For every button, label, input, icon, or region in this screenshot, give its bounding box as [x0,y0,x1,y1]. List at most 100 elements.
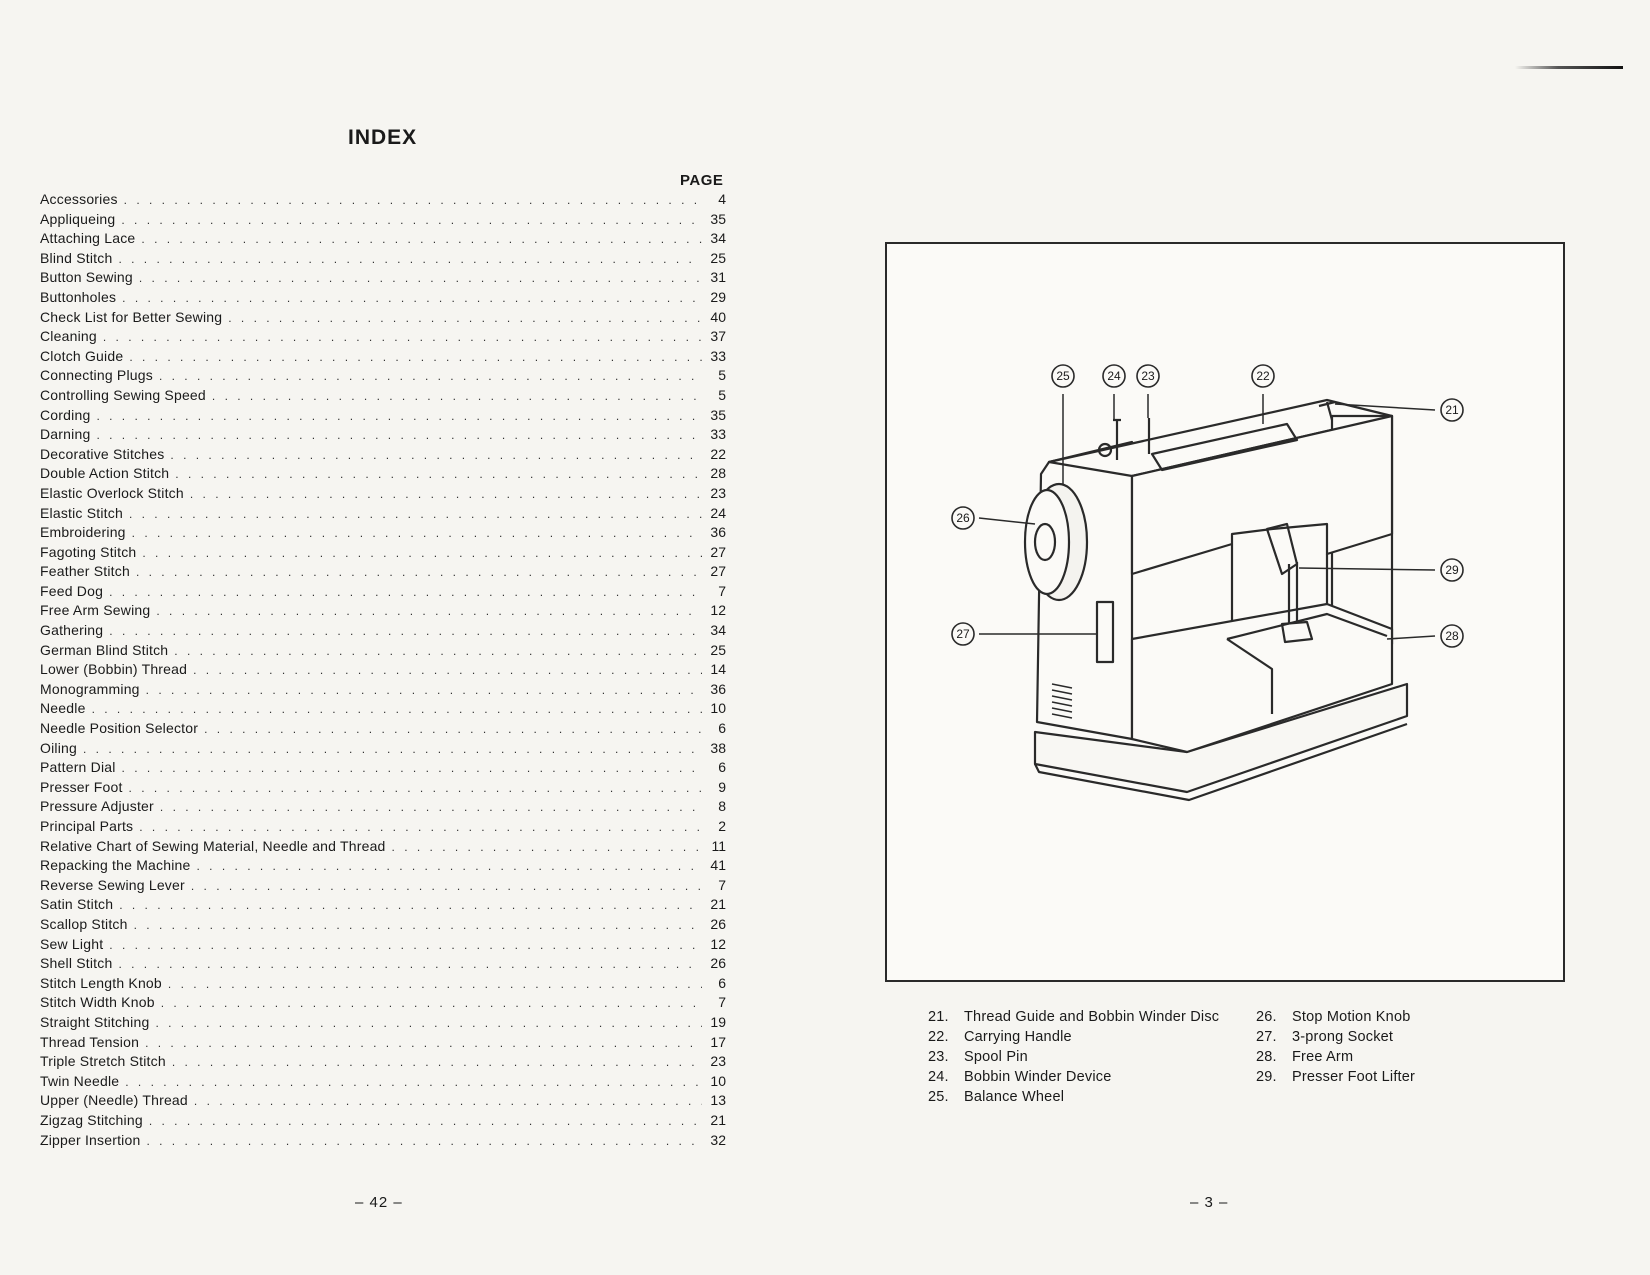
dot-leader [146,681,702,701]
index-entry: Controlling Sewing Speed 5 [40,386,726,406]
index-term: Free Arm Sewing [40,602,151,619]
callout-label: 24 [1107,369,1121,383]
scan-mark [1515,66,1623,69]
dot-leader [193,661,702,681]
index-term: Blind Stitch [40,249,113,266]
index-term: Double Action Stitch [40,465,170,482]
index-page-number: 7 [718,582,726,599]
index-entry: Straight Stitching19 [40,1013,726,1033]
index-page-number: 19 [710,1013,726,1030]
sewing-machine-drawing: 25 24 23 22 21 26 29 27 28 [951,364,1464,802]
index-page-number: 21 [710,896,726,913]
index-entry: Feather Stitch27 [40,562,726,582]
index-page-number: 36 [710,524,726,541]
right-page-principal-parts: 25 24 23 22 21 26 29 27 28 21.Thread Gui… [780,0,1650,1275]
index-term: Pressure Adjuster [40,798,154,815]
index-page-number: 41 [710,857,726,874]
index-term: Needle [40,700,86,717]
dot-leader [129,505,702,525]
index-term: Clotch Guide [40,347,124,364]
index-page-number: 14 [710,661,726,678]
index-page-number: 33 [710,426,726,443]
dot-leader [392,838,702,858]
index-entry: Satin Stitch21 [40,895,726,915]
index-page-number: 37 [710,328,726,345]
dot-leader [129,348,702,368]
index-page-number: 35 [710,406,726,423]
index-term: Fagoting Stitch [40,543,137,560]
index-page-number: 8 [718,798,726,815]
dot-leader [174,642,702,662]
index-term: Controlling Sewing Speed [40,386,206,403]
index-term: Monogramming [40,680,140,697]
index-term: Appliqueing [40,210,116,227]
index-term: Stitch Width Knob [40,994,155,1011]
index-page-number: 29 [710,288,726,305]
dot-leader [109,622,702,642]
index-page-number: 38 [710,739,726,756]
dot-leader [168,975,702,995]
index-page-number: 6 [718,974,726,991]
dot-leader [155,1014,702,1034]
dot-leader [146,1132,702,1152]
part-name: Balance Wheel [964,1089,1065,1105]
index-page-number: 5 [718,386,726,403]
index-entry: Shell Stitch26 [40,954,726,974]
index-page-number: 26 [710,915,726,932]
part-number: 24. [928,1069,949,1085]
dot-leader [204,720,702,740]
index-term: Attaching Lace [40,230,136,247]
index-entry: Appliqueing 35 [40,210,726,230]
left-page-index: INDEX PAGE Accessories4Appliqueing35Atta… [0,0,780,1275]
index-title: INDEX [348,126,418,149]
part-number: 26. [1256,1009,1277,1025]
dot-leader [124,191,702,211]
dot-leader [194,1092,702,1112]
index-term: Elastic Stitch [40,504,123,521]
part-item: 22.Carrying Handle [928,1027,1219,1047]
index-term: Button Sewing [40,269,133,286]
callout-label: 28 [1445,629,1459,643]
index-entry: Reverse Sewing Lever7 [40,876,726,896]
index-term: Gathering [40,622,104,639]
index-page-number: 34 [710,622,726,639]
index-entry: Twin Needle10 [40,1072,726,1092]
index-page-number: 35 [710,210,726,227]
dot-leader [119,896,702,916]
index-entry: Zigzag Stitching21 [40,1111,726,1131]
dot-leader [175,465,702,485]
index-term: German Blind Stitch [40,641,169,658]
index-page-number: 31 [710,269,726,286]
index-page-number: 23 [710,484,726,501]
dot-leader [109,936,702,956]
callout-label: 23 [1141,369,1155,383]
dot-leader [136,563,702,583]
part-number: 23. [928,1049,949,1065]
index-page-number: 4 [718,191,726,207]
index-entry: Sew Light12 [40,935,726,955]
index-term: Triple Stretch Stitch [40,1053,166,1070]
index-term: Cording [40,406,91,423]
index-entry: Monogramming36 [40,680,726,700]
index-entry: Elastic Stitch24 [40,504,726,524]
dot-leader [142,544,702,564]
index-term: Cleaning [40,328,97,345]
part-name: Thread Guide and Bobbin Winder Disc [964,1009,1220,1025]
callout-label: 26 [956,511,970,525]
index-page-number: 40 [710,308,726,325]
dot-leader [103,328,702,348]
callout-label: 22 [1256,369,1270,383]
dot-leader [96,407,702,427]
index-page-number: 25 [710,641,726,658]
index-page-number: 9 [718,778,726,795]
index-entry: Needle Position Selector6 [40,719,726,739]
index-entry: Connecting Plugs5 [40,366,726,386]
index-entry: German Blind Stitch 25 [40,641,726,661]
dot-leader [132,524,702,544]
index-term: Twin Needle [40,1072,120,1089]
index-term: Scallop Stitch [40,915,128,932]
dot-leader [145,1034,702,1054]
index-page-number: 11 [711,837,726,854]
part-name: Spool Pin [964,1049,1028,1065]
index-entry: Oiling38 [40,739,726,759]
